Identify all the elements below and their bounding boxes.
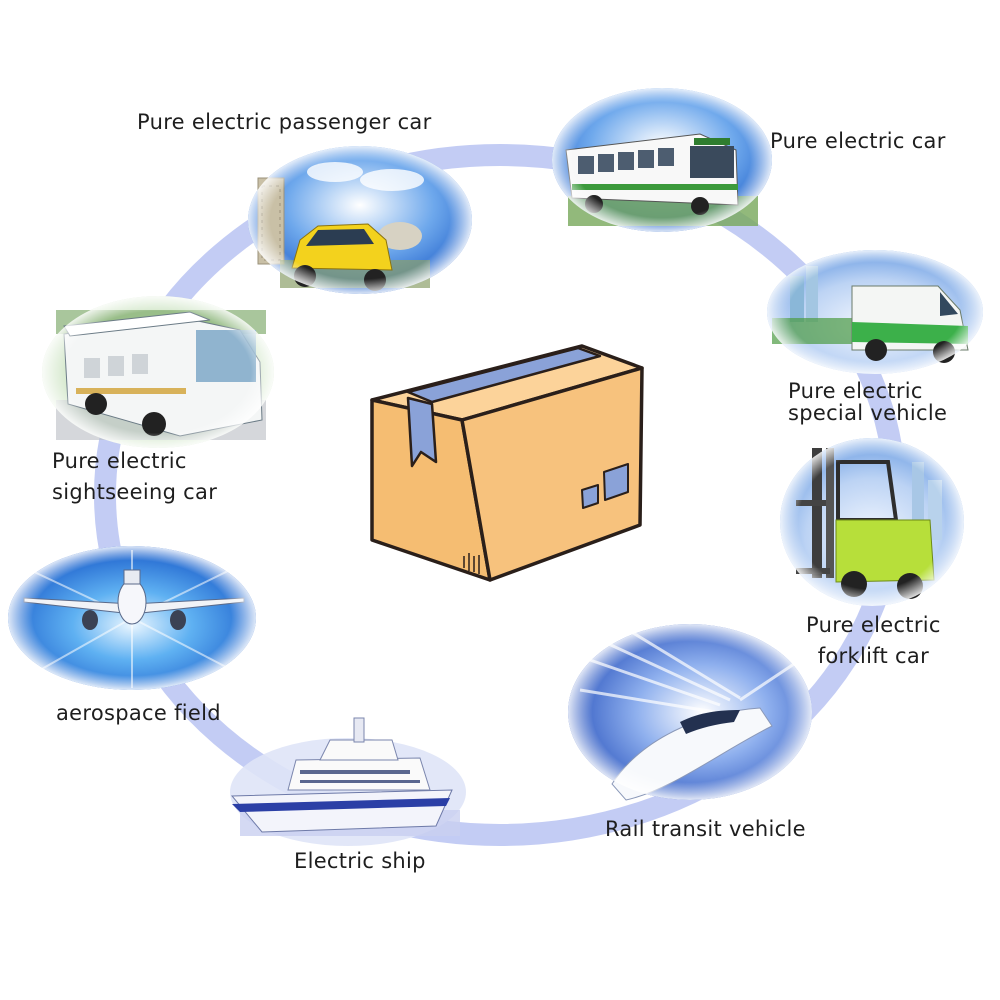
label-rail: Rail transit vehicle <box>605 814 806 845</box>
label-line: aerospace field <box>56 701 221 725</box>
label-ship: Electric ship <box>294 846 426 877</box>
label-line: Rail transit vehicle <box>605 817 806 841</box>
label-electric-car: Pure electric car <box>770 126 946 157</box>
label-line: sightseeing car <box>52 480 218 504</box>
label-line: Pure electric <box>52 449 187 473</box>
forklift-icon <box>780 438 964 606</box>
label-forklift: Pure electric forklift car <box>806 610 941 672</box>
label-line: Electric ship <box>294 849 426 873</box>
label-line: Pure electric passenger car <box>137 110 432 134</box>
sightseeing-cart-icon <box>42 296 274 448</box>
cardboard-box-icon <box>370 344 644 582</box>
label-sightseeing: Pure electric sightseeing car <box>52 446 217 508</box>
label-line: special vehicle <box>788 401 948 425</box>
label-special-vehicle: Pure electric special vehicle <box>788 380 947 424</box>
label-passenger-car: Pure electric passenger car <box>137 107 432 138</box>
label-line: Pure electric <box>806 613 941 637</box>
airplane-icon <box>8 546 256 690</box>
van-icon <box>767 250 983 374</box>
label-line: Pure electric <box>788 379 923 403</box>
compact-car-icon <box>248 146 472 294</box>
label-aerospace: aerospace field <box>56 698 221 729</box>
bullet-train-icon <box>568 623 812 801</box>
label-line: forklift car <box>817 644 930 668</box>
label-line: Pure electric car <box>770 129 946 153</box>
ship-icon <box>230 717 466 846</box>
bus-icon <box>552 88 772 232</box>
